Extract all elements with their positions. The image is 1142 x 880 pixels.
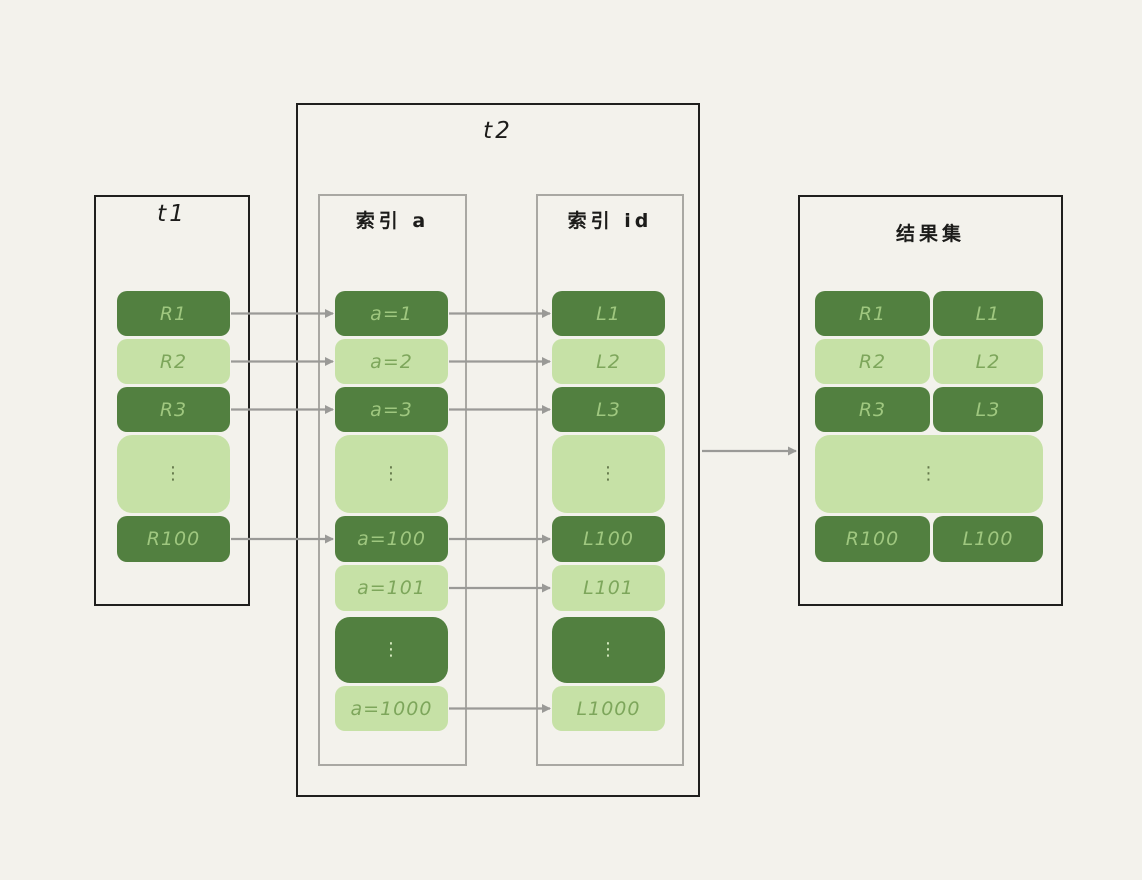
result-row-2-left: R2 [815, 339, 930, 384]
result-row-100-left: R100 [815, 516, 930, 562]
t1-row-r1: R1 [117, 291, 230, 336]
index-id-row-ellipsis-1: ⋮ [552, 435, 665, 513]
result-row-3-right: L3 [933, 387, 1043, 432]
index-a-row-1: a=1 [335, 291, 448, 336]
index-a-row-1000: a=1000 [335, 686, 448, 731]
index-id-row-ellipsis-2: ⋮ [552, 617, 665, 683]
vertical-ellipsis: ⋮ [164, 463, 183, 484]
index-a-row-ellipsis-2: ⋮ [335, 617, 448, 683]
vertical-ellipsis: ⋮ [919, 463, 939, 484]
index-a-row-101: a=101 [335, 565, 448, 611]
index-id-title: 索引 id [567, 210, 653, 232]
index-a-row-3: a=3 [335, 387, 448, 432]
vertical-ellipsis: ⋮ [599, 639, 618, 660]
t1-row-ellipsis: ⋮ [117, 435, 230, 513]
index-id-row-2: L2 [552, 339, 665, 384]
index-a-row-100: a=100 [335, 516, 448, 562]
t1-box [94, 195, 250, 606]
result-row-1-left: R1 [815, 291, 930, 336]
index-id-box [536, 194, 684, 766]
t2-box [296, 103, 700, 797]
t1-row-r3: R3 [117, 387, 230, 432]
index-a-title: 索引 a [355, 210, 430, 232]
index-id-row-1: L1 [552, 291, 665, 336]
index-id-row-1000: L1000 [552, 686, 665, 731]
t1-row-r2: R2 [117, 339, 230, 384]
result-row-1-right: L1 [933, 291, 1043, 336]
result-set-title: 结果集 [895, 223, 965, 245]
index-a-row-ellipsis-1: ⋮ [335, 435, 448, 513]
result-row-2-right: L2 [933, 339, 1043, 384]
index-a-row-2: a=2 [335, 339, 448, 384]
t1-title: t1 [157, 201, 187, 227]
t2-title: t2 [483, 118, 513, 144]
result-row-100-right: L100 [933, 516, 1043, 562]
vertical-ellipsis: ⋮ [382, 639, 401, 660]
result-set-box [798, 195, 1063, 606]
vertical-ellipsis: ⋮ [382, 463, 401, 484]
index-id-row-3: L3 [552, 387, 665, 432]
result-row-3-left: R3 [815, 387, 930, 432]
vertical-ellipsis: ⋮ [599, 463, 618, 484]
t1-row-r100: R100 [117, 516, 230, 562]
result-row-ellipsis: ⋮ [815, 435, 1043, 513]
index-a-box [318, 194, 467, 766]
index-id-row-100: L100 [552, 516, 665, 562]
index-id-row-101: L101 [552, 565, 665, 611]
